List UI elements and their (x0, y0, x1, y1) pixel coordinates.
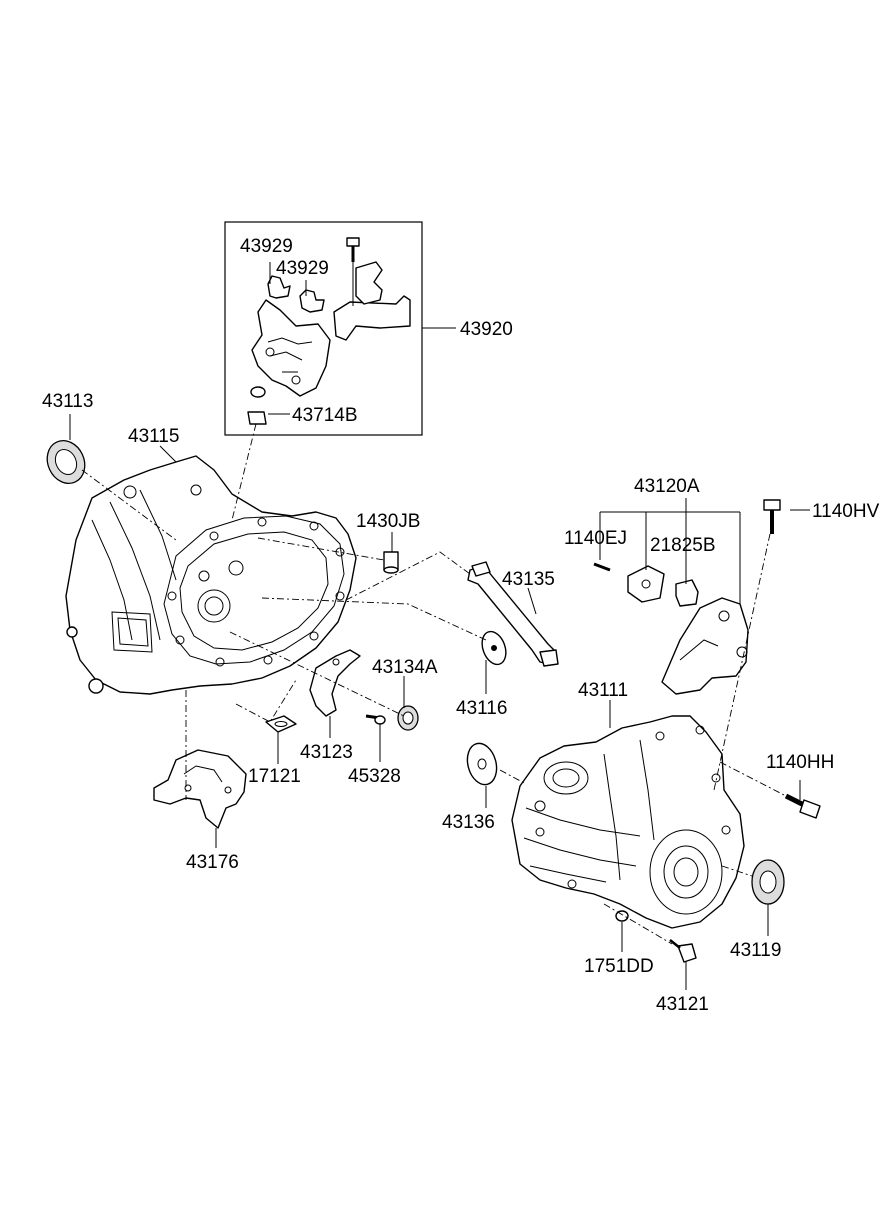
shift-lever-bracket-43920[interactable] (247, 237, 411, 425)
label-43113: 43113 (42, 391, 93, 412)
label-43123: 43123 (300, 742, 353, 763)
plate-43116[interactable] (478, 628, 510, 667)
support-bracket-43120a[interactable] (593, 562, 749, 695)
mounting-bracket-43176[interactable] (153, 749, 247, 829)
label-17121: 17121 (248, 766, 301, 787)
label-1140hh: 1140HH (766, 752, 834, 773)
label-43714b: 43714B (292, 405, 358, 426)
transaxle-housing-43115[interactable] (65, 455, 357, 695)
shift-rail-43135[interactable] (467, 561, 559, 667)
leader-tree-43120a (599, 498, 741, 604)
bolt-1140hh[interactable] (784, 793, 821, 819)
bracket-assembly-box (224, 221, 456, 436)
label-43176: 43176 (186, 852, 239, 873)
gasket-1751dd[interactable] (615, 910, 629, 922)
clip-43929-a (267, 275, 291, 299)
label-1430jb: 1430JB (356, 511, 420, 532)
label-1751dd: 1751DD (584, 956, 654, 977)
label-1140hv: 1140HV (812, 501, 880, 522)
part-labels: 43929 43929 43920 43714B 43113 43115 143… (42, 236, 880, 1015)
label-43134a: 43134A (372, 657, 438, 678)
leader-lines (69, 262, 810, 990)
drain-plug-43121[interactable] (669, 939, 697, 963)
bolt-1140hv[interactable] (763, 499, 781, 534)
dowel-pin-1430jb[interactable] (383, 551, 399, 574)
label-43929-a: 43929 (240, 236, 293, 257)
bushing-43714b (247, 411, 267, 425)
label-43121: 43121 (656, 994, 709, 1015)
oil-seal-43134a[interactable] (397, 705, 419, 731)
label-43116: 43116 (456, 698, 507, 719)
washer-17121[interactable] (265, 715, 297, 733)
label-43119: 43119 (730, 940, 781, 961)
label-21825b: 21825B (650, 535, 716, 556)
oil-seal-43119[interactable] (751, 859, 785, 905)
plate-43136[interactable] (463, 740, 501, 788)
oil-seal-43113[interactable] (40, 434, 91, 489)
label-1140ej: 1140EJ (564, 528, 627, 549)
clip-43929-b (299, 289, 325, 313)
label-45328: 45328 (348, 766, 401, 787)
assembly-lines (81, 423, 787, 945)
label-43120a: 43120A (634, 476, 700, 497)
label-43135: 43135 (502, 569, 555, 590)
bolt-45328[interactable] (365, 714, 386, 725)
label-43920: 43920 (460, 319, 513, 340)
transaxle-case-43111[interactable] (511, 715, 745, 929)
label-43136: 43136 (442, 812, 495, 833)
label-43929-b: 43929 (276, 258, 329, 279)
label-43115: 43115 (128, 426, 179, 447)
label-43111: 43111 (578, 680, 628, 701)
